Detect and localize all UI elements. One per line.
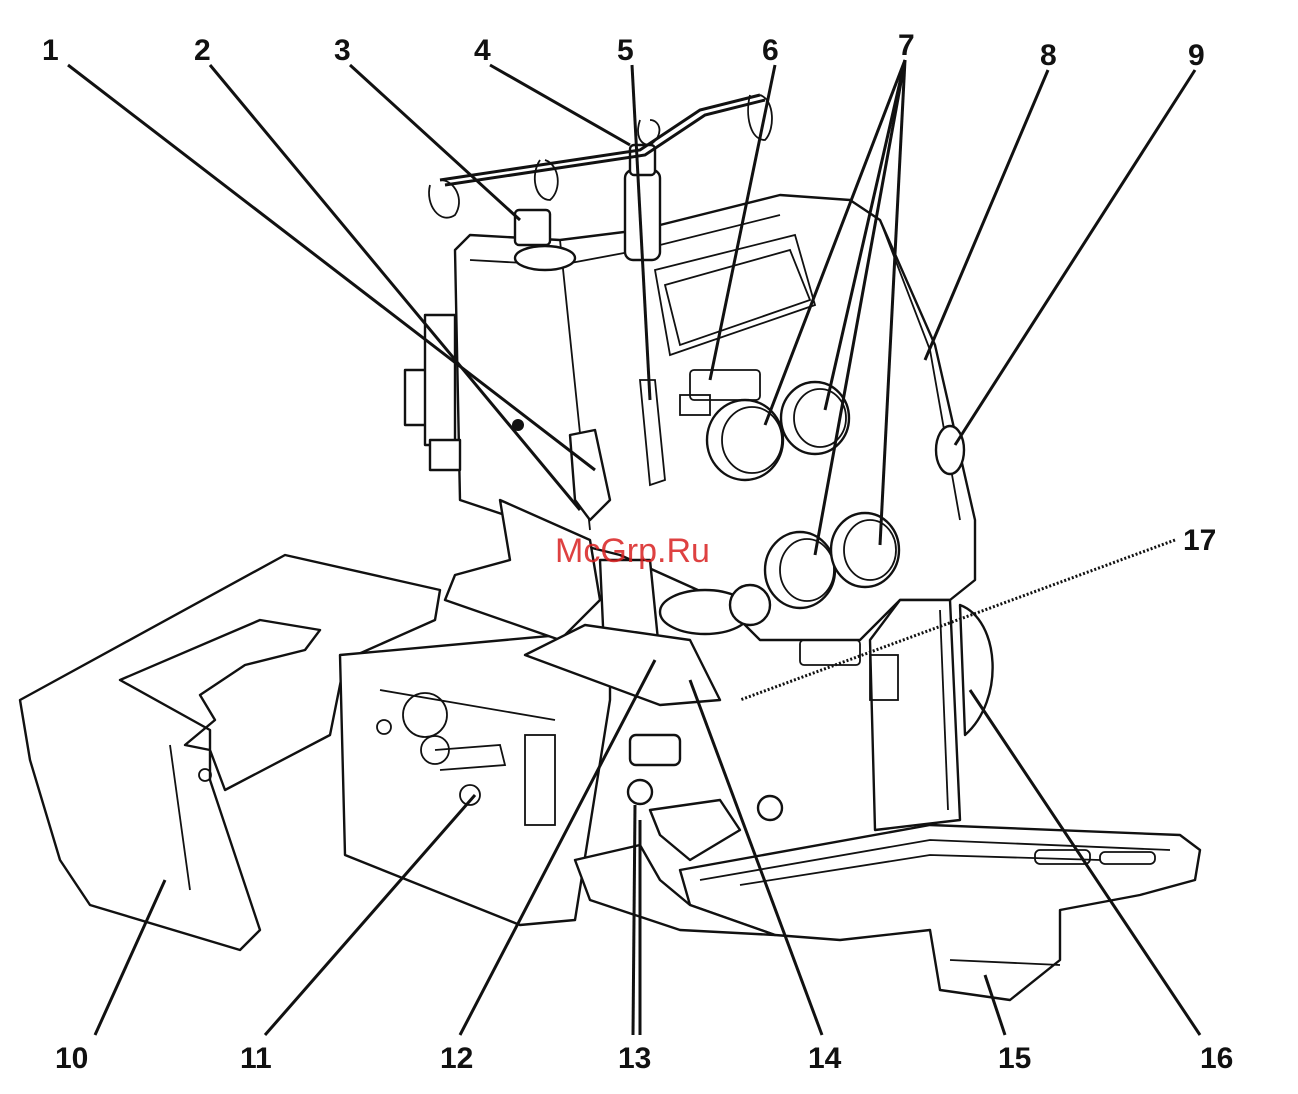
callout-15: 15: [998, 1042, 1031, 1075]
side-knob: [936, 426, 964, 474]
callout-9: 9: [1188, 39, 1205, 72]
callout-1: 1: [42, 34, 59, 67]
thread-spool-pin: [515, 210, 550, 245]
callout-5: 5: [617, 34, 634, 67]
callout-12: 12: [440, 1042, 473, 1075]
callout-10: 10: [55, 1042, 88, 1075]
callout-4: 4: [474, 34, 491, 67]
callout-17: 17: [1183, 524, 1216, 557]
callout-11: 11: [240, 1042, 272, 1075]
lower-body: [340, 635, 610, 925]
watermark-text: McGrp.Ru: [555, 532, 710, 570]
callout-8: 8: [1040, 39, 1057, 72]
callout-2: 2: [194, 34, 211, 67]
callout-16: 16: [1200, 1042, 1233, 1075]
callout-14: 14: [808, 1042, 842, 1075]
callout-7: 7: [898, 29, 915, 62]
callout-6: 6: [762, 34, 779, 67]
callout-13: 13: [618, 1042, 651, 1075]
callout-3: 3: [334, 34, 351, 67]
